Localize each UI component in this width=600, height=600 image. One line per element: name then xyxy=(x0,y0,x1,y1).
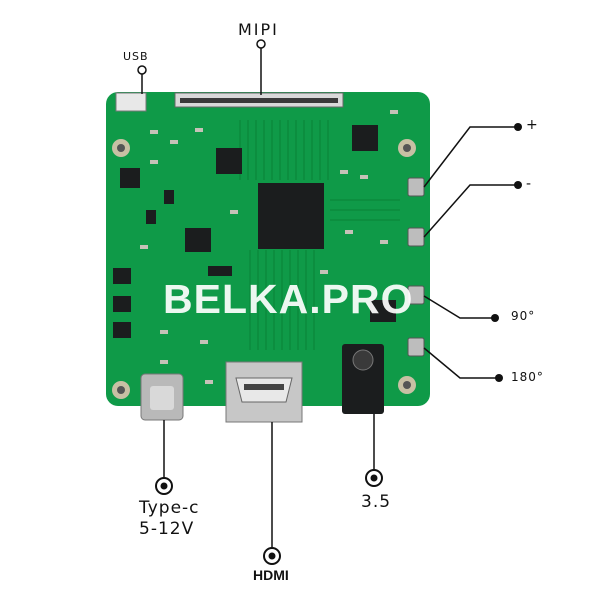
label-typec: Type-c 5-12V xyxy=(139,498,200,540)
usb-connector xyxy=(115,92,147,112)
small-chips xyxy=(113,125,396,338)
label-mipi: MIPI xyxy=(238,20,279,39)
label-plus: + xyxy=(526,117,538,133)
main-chip xyxy=(258,183,324,249)
label-usb: USB xyxy=(123,50,149,63)
label-typec-line2: 5-12V xyxy=(139,519,195,539)
passive-components xyxy=(140,110,398,384)
audio-jack xyxy=(342,344,384,414)
label-audio-jack: 3.5 xyxy=(361,492,392,512)
callout-markers xyxy=(137,39,522,565)
label-rotate-180: 180° xyxy=(511,370,544,384)
label-minus: - xyxy=(526,176,532,192)
mounting-holes xyxy=(112,139,416,399)
pcb-traces xyxy=(239,120,400,350)
label-typec-line1: Type-c xyxy=(139,498,200,518)
label-hdmi: HDMI xyxy=(253,567,289,583)
watermark-text: BELKA.PRO xyxy=(163,276,414,322)
side-buttons xyxy=(407,177,425,357)
label-rotate-90: 90° xyxy=(511,309,536,323)
callout-lines xyxy=(141,46,518,552)
